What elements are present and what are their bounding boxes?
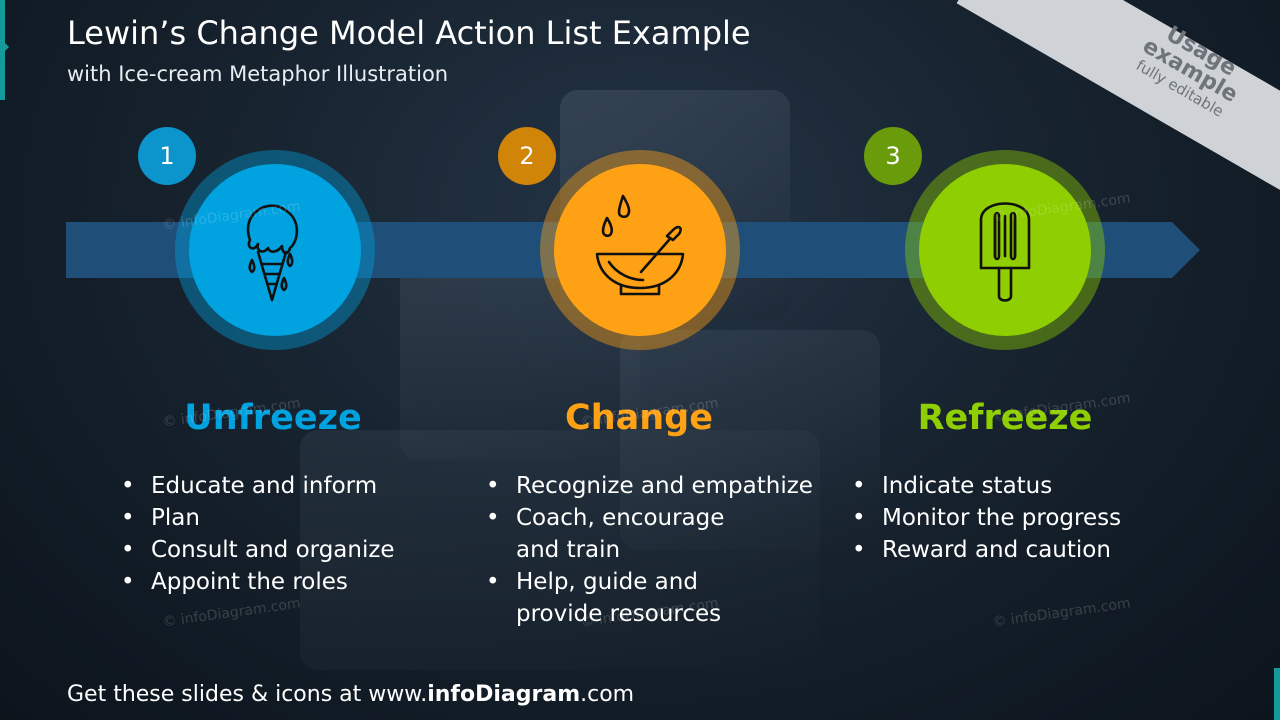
step-1-circle — [189, 164, 361, 336]
mixing-bowl-icon — [595, 194, 685, 296]
bullet-item: Plan — [121, 502, 395, 534]
watermark: © infoDiagram.com — [991, 595, 1132, 631]
bullet-item: Consult and organize — [121, 534, 395, 566]
step-1-badge: 1 — [138, 127, 196, 185]
step-2-circle — [554, 164, 726, 336]
footer-suffix: .com — [580, 682, 635, 707]
left-accent-tick — [0, 38, 9, 56]
page-subtitle: with Ice-cream Metaphor Illustration — [67, 62, 449, 86]
bullet-item: Educate and inform — [121, 470, 395, 502]
right-accent-bar — [1274, 668, 1280, 720]
step-1-title: Unfreeze — [184, 398, 362, 438]
bullet-item: Help, guide and provide resources — [486, 566, 786, 630]
process-arrow-head — [1172, 222, 1200, 278]
bullet-item: Coach, encourage and train — [486, 502, 726, 566]
bullet-item: Recognize and empathize — [486, 470, 836, 502]
watermark: © infoDiagram.com — [161, 595, 302, 631]
melting-ice-cream-cone-icon — [246, 204, 299, 302]
bullet-item: Reward and caution — [852, 534, 1121, 566]
bullet-item: Indicate status — [852, 470, 1121, 502]
step-3-badge: 3 — [864, 127, 922, 185]
step-2-bullets: Recognize and empathize Coach, encourage… — [486, 470, 836, 630]
step-3-title: Refreeze — [917, 398, 1093, 438]
step-1-bullets: Educate and inform Plan Consult and orga… — [121, 470, 395, 598]
step-3-bullets: Indicate status Monitor the progress Rew… — [852, 470, 1121, 566]
footer-brand: infoDiagram — [427, 682, 581, 707]
page-title: Lewin’s Change Model Action List Example — [67, 14, 751, 52]
popsicle-icon — [979, 202, 1031, 302]
footer-prefix: Get these slides & icons at www. — [67, 682, 428, 707]
step-3-circle — [919, 164, 1091, 336]
bullet-item: Monitor the progress — [852, 502, 1121, 534]
step-2-badge: 2 — [498, 127, 556, 185]
footer-link[interactable]: Get these slides & icons at www.infoDiag… — [67, 682, 634, 707]
bullet-item: Appoint the roles — [121, 566, 395, 598]
step-2-title: Change — [565, 398, 713, 438]
